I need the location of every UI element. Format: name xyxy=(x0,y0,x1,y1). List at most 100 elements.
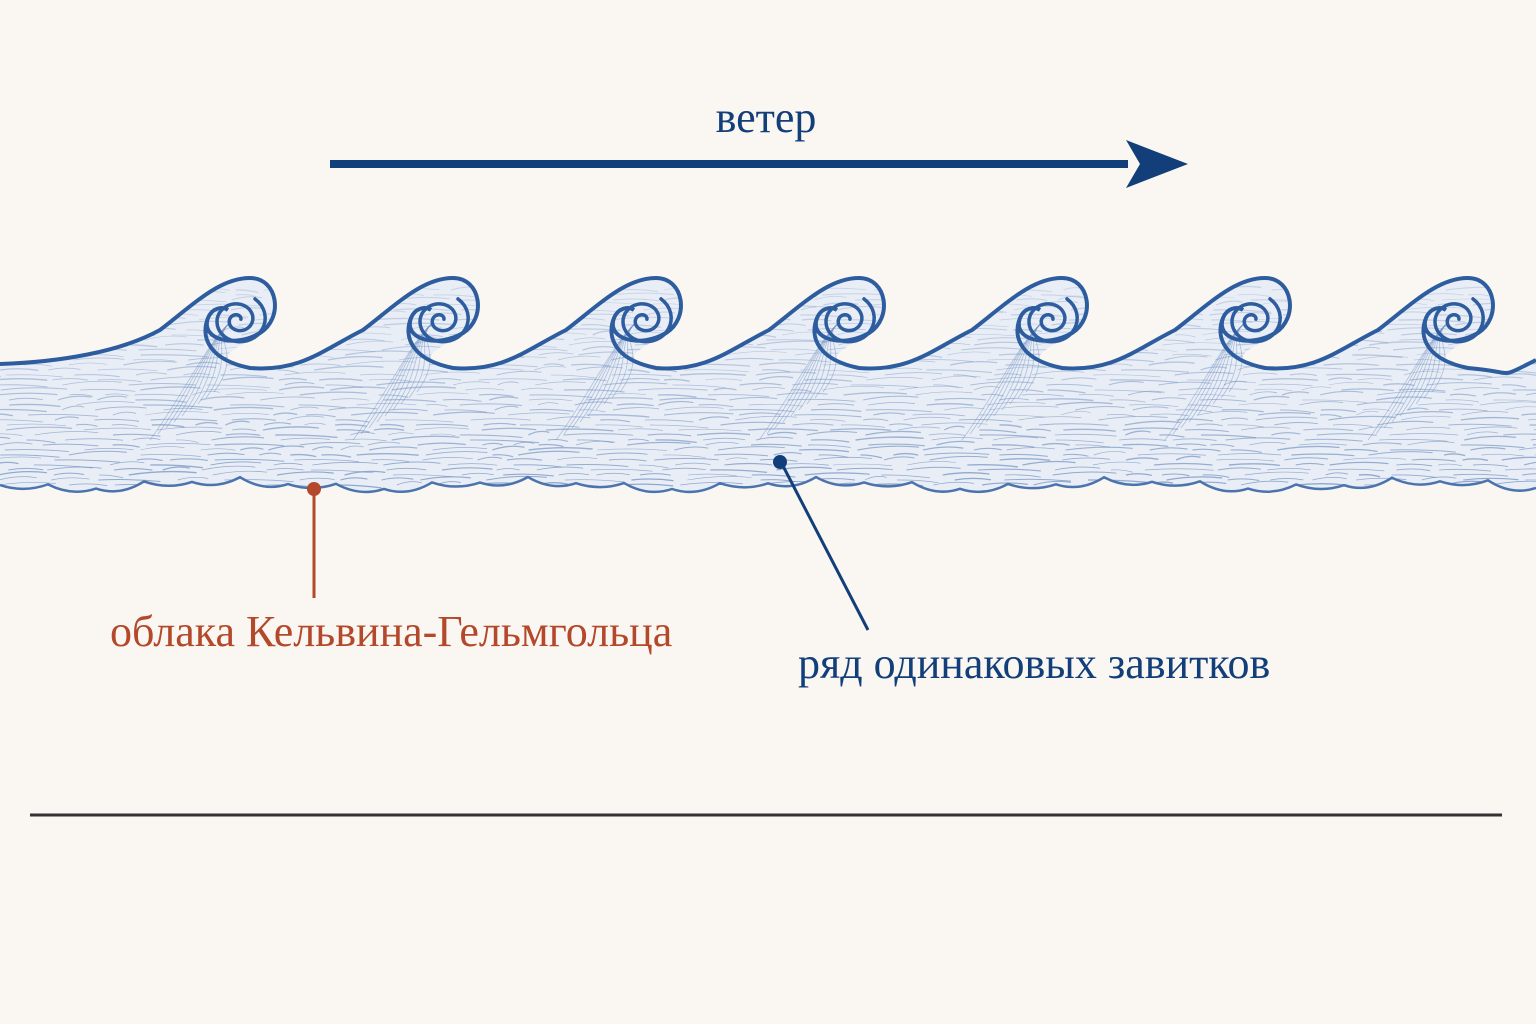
cloud-hatch-stroke xyxy=(1153,462,1213,466)
cloud-hatch-stroke xyxy=(482,442,503,446)
cloud-hatch-stroke xyxy=(519,298,557,301)
cloud-hatch-stroke xyxy=(1514,321,1536,326)
cloud-hatch-stroke xyxy=(1306,337,1340,341)
cloud-hatch-stroke xyxy=(735,317,756,321)
cloud-hatch-stroke xyxy=(84,337,140,341)
cloud-hatch-stroke xyxy=(511,308,570,312)
cloud-hatch-stroke xyxy=(1016,298,1048,302)
cloud-hatch-stroke xyxy=(214,458,285,462)
cloud-hatch-stroke xyxy=(537,402,559,406)
cloud-hatch-stroke xyxy=(1426,382,1492,386)
cloud-hatch-stroke xyxy=(1398,319,1466,323)
cloud-hatch-stroke xyxy=(1175,443,1207,447)
cloud-hatch-stroke xyxy=(576,366,624,371)
cloud-hatch-stroke xyxy=(1109,399,1146,403)
cloud-hatch-stroke xyxy=(1418,403,1474,406)
cloud-hatch-stroke xyxy=(639,473,671,476)
cloud-hatch-stroke xyxy=(550,374,597,379)
cloud-hatch-stroke xyxy=(1112,304,1145,309)
cloud-hatch-stroke xyxy=(240,447,264,451)
cloud-hatch-stroke xyxy=(529,394,593,398)
cloud-hatch-stroke xyxy=(710,469,768,474)
cloud-hatch-stroke xyxy=(1320,409,1357,413)
cloud-hatch-stroke xyxy=(1109,379,1178,383)
cloud-hatch-stroke xyxy=(993,436,1038,441)
cloud-hatch-stroke xyxy=(587,397,653,401)
cloud-hatch-stroke xyxy=(663,412,734,416)
cloud-hatch-stroke xyxy=(931,375,981,381)
cloud-hatch-stroke xyxy=(1449,393,1477,397)
cloud-hatch-stroke xyxy=(1176,418,1214,422)
cloud-hatch-stroke xyxy=(956,318,983,322)
cloud-top-outline xyxy=(0,275,1536,375)
cloud-hatch-stroke xyxy=(776,392,828,396)
cloud-hatch-stroke xyxy=(773,451,802,456)
cloud-hatch-stroke xyxy=(76,401,135,406)
cloud-hatch-stroke xyxy=(843,391,907,396)
cloud-hatch-stroke xyxy=(1270,477,1304,481)
cloud-hatch-stroke xyxy=(1457,374,1493,378)
cloud-hatch-stroke xyxy=(868,443,925,447)
cloud-sweep-stroke xyxy=(1228,322,1246,393)
cloud-hatch-stroke xyxy=(757,287,795,291)
cloud-hatch-stroke xyxy=(425,404,448,407)
cloud-hatch-stroke xyxy=(1255,416,1318,421)
cloud-hatch-stroke xyxy=(1383,383,1415,387)
cloud-hatch-stroke xyxy=(222,376,274,381)
cloud-hatch-stroke xyxy=(311,469,374,474)
cloud-hatch-stroke xyxy=(631,478,674,482)
cloud-hatch-stroke xyxy=(321,454,352,458)
cloud-hatch-stroke xyxy=(658,400,694,406)
cloud-hatch-stroke xyxy=(1277,445,1340,451)
cloud-hatch-stroke xyxy=(717,446,785,451)
cloud-hatch-stroke xyxy=(1502,291,1536,296)
cloud-hatch-stroke xyxy=(566,464,629,467)
cloud-hatch-stroke xyxy=(21,337,76,341)
cloud-hatch-stroke xyxy=(646,311,676,316)
cloud-hatch-stroke xyxy=(1038,423,1109,426)
cloud-hatch-stroke xyxy=(112,411,137,416)
cloud-hatch-stroke xyxy=(57,395,92,401)
cloud-hatch-stroke xyxy=(1188,404,1223,408)
cloud-hatch-stroke xyxy=(1046,383,1093,387)
cloud-hatch-stroke xyxy=(1452,350,1515,356)
cloud-hatch-stroke xyxy=(135,372,167,376)
cloud-hatch-stroke xyxy=(687,473,737,477)
cloud-hatch-stroke xyxy=(314,365,384,371)
cloud-hatch-stroke xyxy=(557,355,601,361)
cloud-hatch-stroke xyxy=(979,434,1046,439)
cloud-hatch-stroke xyxy=(290,453,317,458)
cloud-hatch-stroke xyxy=(931,437,983,441)
cloud-hatch-stroke xyxy=(791,389,812,393)
cloud-hatch-stroke xyxy=(562,378,607,382)
cloud-hatch-stroke xyxy=(970,381,1034,386)
cloud-hatch-stroke xyxy=(266,468,304,471)
cloud-hatch-stroke xyxy=(1298,443,1347,446)
cloud-hatch-stroke xyxy=(442,467,493,471)
cloud-hatch-stroke xyxy=(1529,424,1536,429)
cloud-hatch-stroke xyxy=(1389,449,1456,453)
cloud-hatch-stroke xyxy=(672,384,726,389)
curls-row-leader-dot xyxy=(773,455,787,469)
cloud-hatch-stroke xyxy=(618,428,663,431)
cloud-hatch-stroke xyxy=(1358,426,1393,431)
cloud-hatch-stroke xyxy=(356,452,419,456)
cloud-hatch-stroke xyxy=(782,331,831,336)
cloud-hatch-stroke xyxy=(319,378,363,382)
cloud-hatch-stroke xyxy=(1041,442,1070,446)
cloud-hatch-stroke xyxy=(293,459,359,462)
cloud-hatch-stroke xyxy=(344,350,412,356)
cloud-sweep-stroke xyxy=(790,322,840,417)
cloud-hatch-stroke xyxy=(1302,399,1368,403)
cloud-hatch-stroke xyxy=(799,448,849,453)
cloud-sweep-stroke xyxy=(758,322,840,441)
cloud-hatch-stroke xyxy=(1468,293,1492,297)
cloud-hatch-stroke xyxy=(81,317,127,321)
cloud-hatch-stroke xyxy=(424,354,483,359)
cloud-sweep-stroke xyxy=(1407,322,1449,411)
cloud-hatch-stroke xyxy=(235,294,257,297)
cloud-hatch-stroke xyxy=(1310,347,1342,351)
cloud-hatch-stroke xyxy=(9,403,61,408)
cloud-hatch-stroke xyxy=(1108,339,1150,343)
cloud-hatch-stroke xyxy=(1340,289,1401,293)
